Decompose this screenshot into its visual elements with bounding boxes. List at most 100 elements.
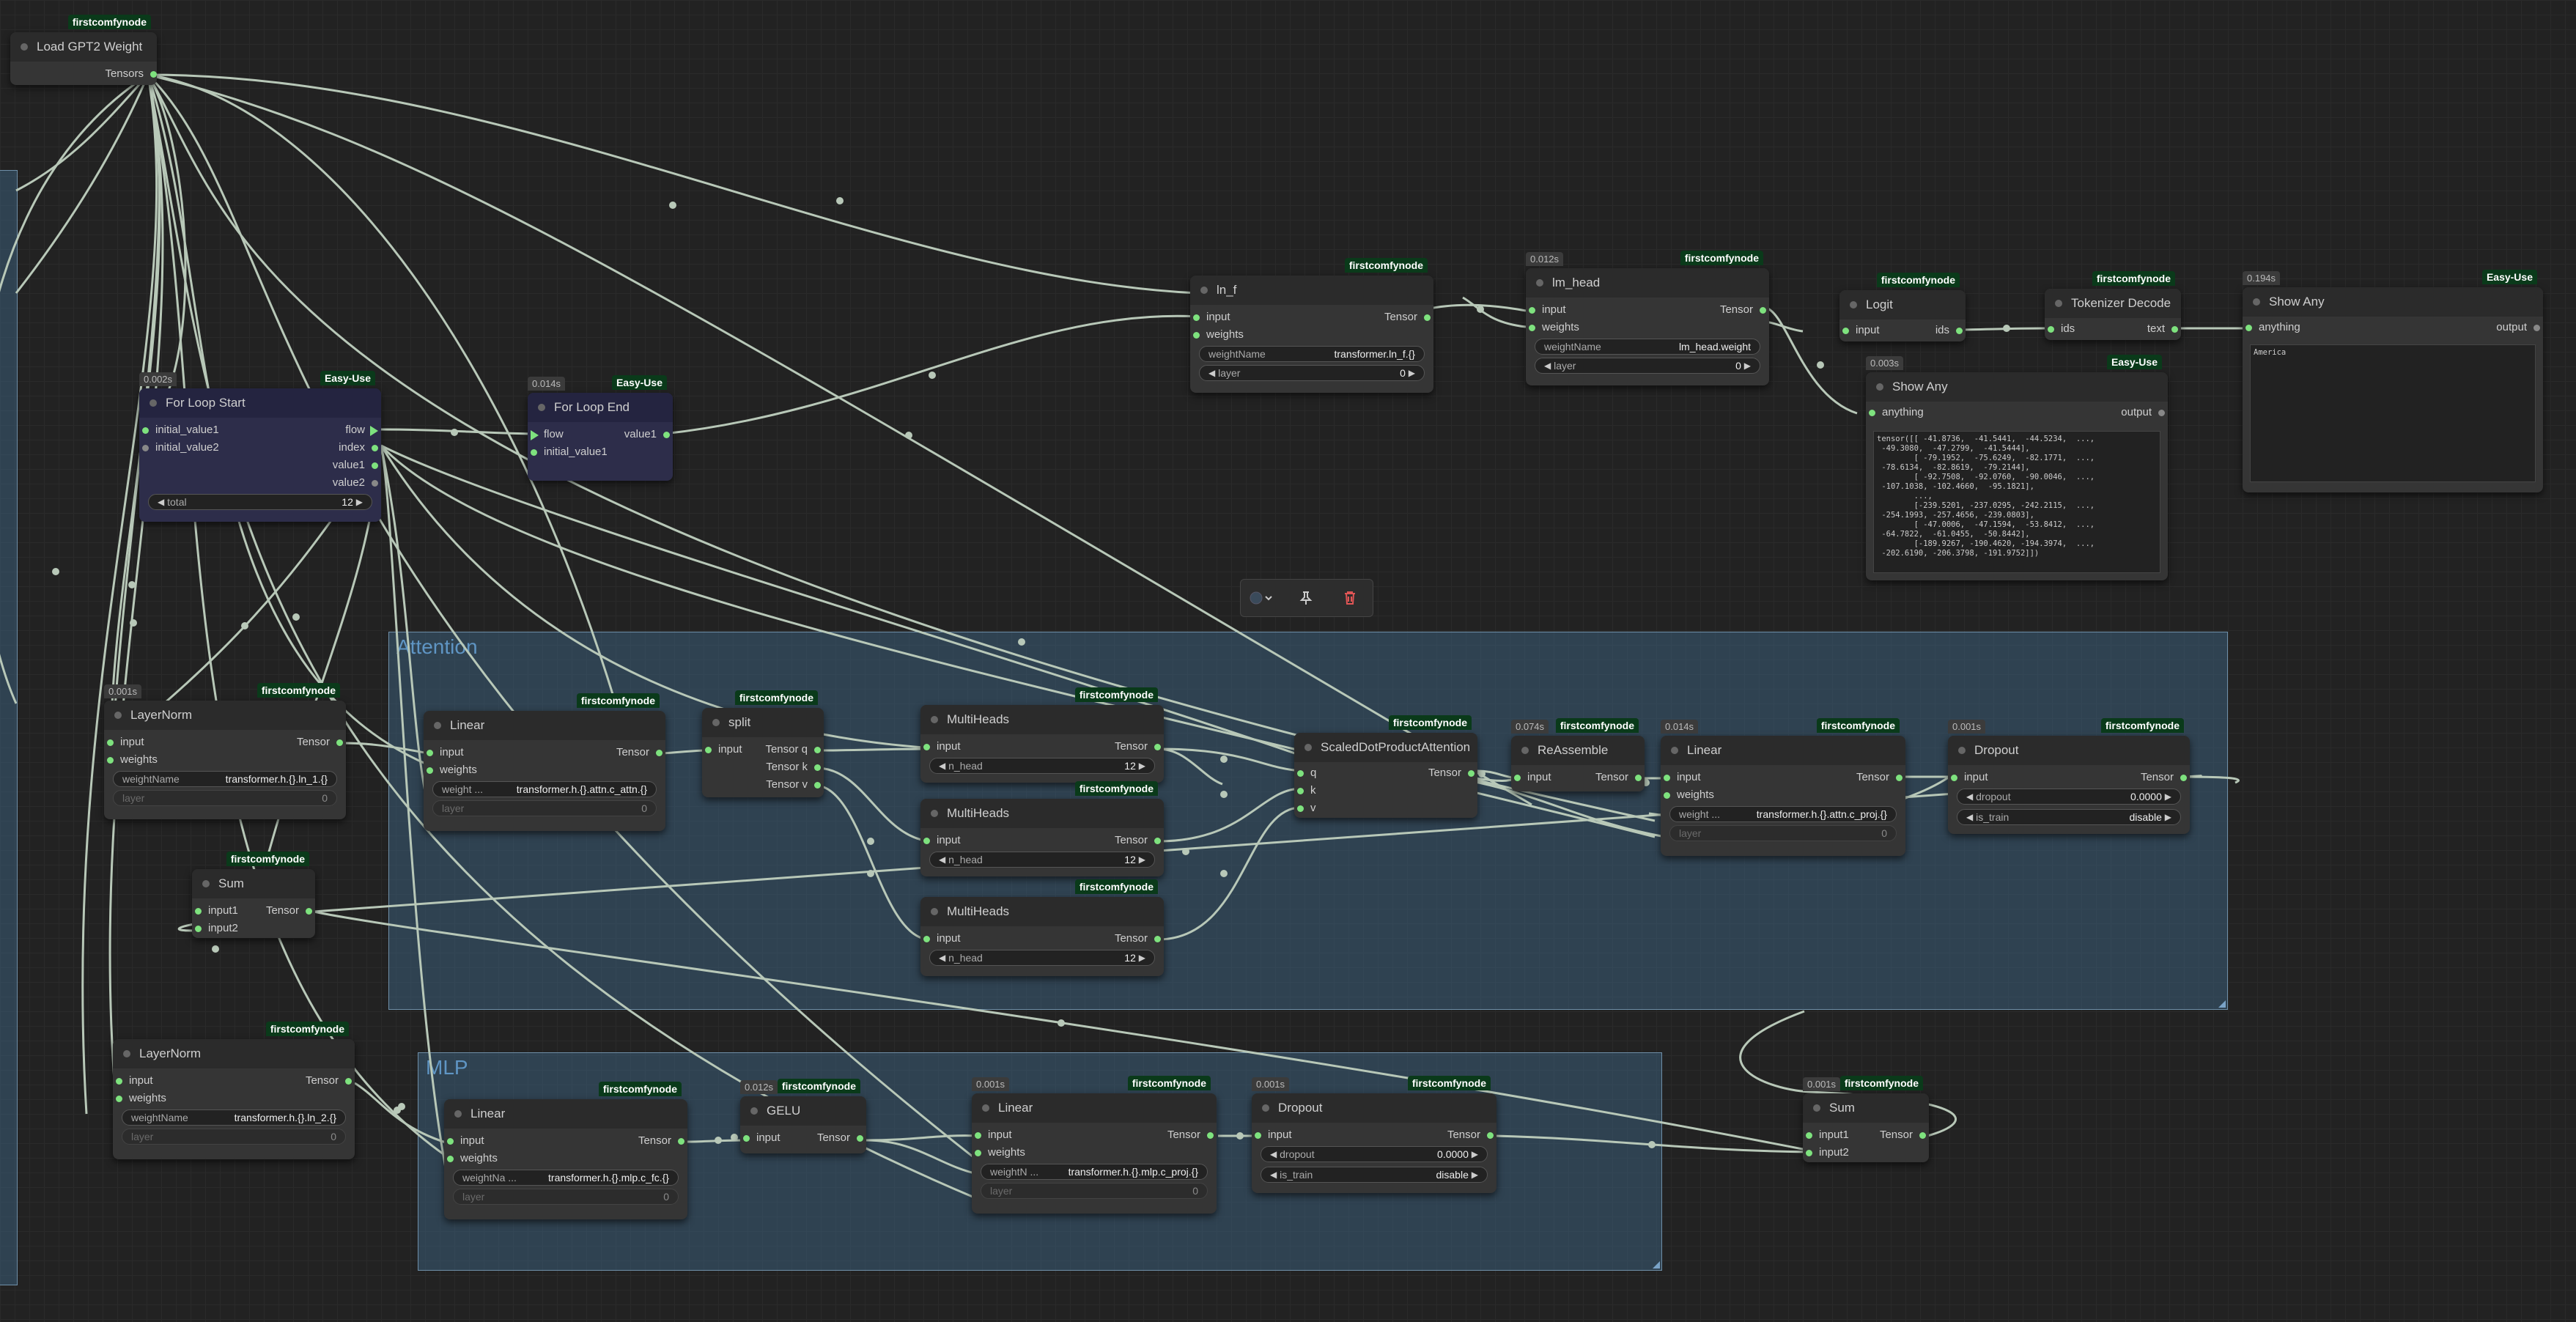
node-for-loop-start[interactable]: 0.002s Easy-Use For Loop Start initial_v… [139,371,381,522]
node-ln-f[interactable]: firstcomfynode ln_f input weights Tensor… [1190,258,1433,393]
output-pin-icon[interactable] [656,750,663,756]
input-pin-icon[interactable] [1529,325,1535,331]
input-pin-icon[interactable] [1664,792,1670,799]
node-sum-residual-1[interactable]: firstcomfynode Sum input1 input2 Tensor [192,852,315,938]
output-slot-tensor[interactable]: Tensor [1384,311,1431,323]
weightname-widget[interactable]: weightNa ...transformer.h.{}.mlp.c_fc.{} [453,1170,679,1186]
output-slot-tensor[interactable]: Tensor [1167,1129,1214,1141]
input-slot-weights[interactable]: weights [1193,328,1244,341]
output-slot-ids[interactable]: ids [1935,324,1963,336]
output-slot-value1[interactable]: value1 [624,428,670,440]
output-slot-tensor[interactable]: Tensor [616,746,663,758]
delete-button[interactable] [1337,586,1362,610]
node-title-bar[interactable]: Show Any [2243,287,2543,317]
output-slot-tensor[interactable]: Tensor [1880,1129,1926,1141]
input-slot-input[interactable]: input [1529,303,1566,316]
node-sum-residual-2[interactable]: 0.001s firstcomfynode Sum input1 input2 … [1803,1076,1929,1162]
input-pin-icon[interactable] [1951,775,1957,781]
decrement-arrow-icon[interactable]: ◀ [939,761,946,771]
input-slot-input[interactable]: input [923,834,961,846]
node-title-bar[interactable]: Logit [1839,290,1966,320]
output-slot-tensor[interactable]: Tensor [638,1134,684,1147]
input-pin-icon[interactable] [923,744,930,750]
input-pin-icon[interactable] [427,767,433,774]
input-slot-input1[interactable]: input1 [195,904,238,917]
node-title-bar[interactable]: For Loop Start [139,388,381,418]
collapse-dot-icon[interactable] [1671,747,1678,754]
input-pin-icon[interactable] [447,1156,454,1162]
node-linear-mlp-fc[interactable]: firstcomfynode Linear input weights Tens… [444,1082,687,1219]
output-pin-icon[interactable] [1424,314,1431,321]
input-slot-input[interactable]: input [1664,771,1701,783]
node-title-bar[interactable]: MultiHeads [920,799,1164,828]
input-pin-icon[interactable] [975,1132,981,1139]
output-pin-icon[interactable] [345,1078,352,1085]
weightname-widget[interactable]: weight ...transformer.h.{}.attn.c_attn.{… [432,781,657,797]
node-multiheads-q[interactable]: firstcomfynode MultiHeads input Tensor ◀… [920,687,1164,783]
output-pin-icon[interactable] [1919,1132,1926,1139]
group-title[interactable]: Attention [396,635,478,658]
output-slot-tensor[interactable]: Tensor [1428,767,1475,779]
output-slot-tensor[interactable]: Tensor [1856,771,1903,783]
node-title-bar[interactable]: split [702,708,824,737]
output-pin-icon[interactable] [1468,770,1475,777]
flow-arrow-icon[interactable] [370,426,378,436]
resize-handle[interactable] [1653,1261,1660,1269]
input-slot-weights[interactable]: weights [1664,789,1714,801]
node-title-bar[interactable]: Linear [1661,736,1905,765]
output-slot-tensor[interactable]: Tensor [297,736,343,748]
increment-arrow-icon[interactable]: ▶ [1138,854,1145,865]
collapse-dot-icon[interactable] [150,399,157,407]
node-title-bar[interactable]: Sum [192,869,315,898]
output-pin-icon[interactable] [814,747,821,753]
output-slot-tensor[interactable]: Tensor [266,904,312,917]
input-slot-input[interactable]: input [705,743,742,756]
node-title-bar[interactable]: Linear [972,1093,1217,1123]
input-slot-weights[interactable]: weights [1529,321,1579,333]
node-show-any-result[interactable]: 0.194s Easy-Use Show Any anything output… [2243,270,2543,492]
decrement-arrow-icon[interactable]: ◀ [1544,361,1551,371]
increment-arrow-icon[interactable]: ▶ [1743,361,1751,371]
increment-arrow-icon[interactable]: ▶ [355,497,363,507]
collapse-dot-icon[interactable] [2253,298,2260,306]
decrement-arrow-icon[interactable]: ◀ [939,953,946,963]
output-slot-tensor[interactable]: Tensor [1595,771,1642,783]
output-pin-icon[interactable] [2180,775,2187,781]
input-slot-input[interactable]: input [923,740,961,753]
node-title-bar[interactable]: Load GPT2 Weight [10,32,157,62]
output-pin-icon[interactable] [1154,936,1161,942]
output-slot-output[interactable]: output [2121,406,2165,418]
node-reassemble[interactable]: 0.074s firstcomfynode ReAssemble input T… [1511,718,1645,791]
node-title-bar[interactable]: Linear [444,1099,687,1129]
input-slot-input[interactable]: input [1255,1129,1292,1141]
output-slot-tensor[interactable]: Tensor [1115,932,1161,945]
node-gelu[interactable]: 0.012s firstcomfynode GELU input Tensor [740,1079,866,1153]
output-slot-tensor-v[interactable]: Tensor v [766,778,821,791]
input-pin-icon[interactable] [743,1135,750,1142]
input-slot-input[interactable]: input [743,1131,780,1144]
increment-arrow-icon[interactable]: ▶ [1138,761,1145,771]
node-multiheads-v[interactable]: firstcomfynode MultiHeads input Tensor ◀… [920,879,1164,976]
output-slot-tensor[interactable]: Tensor [817,1131,863,1144]
input-pin-icon[interactable] [923,838,930,844]
decrement-arrow-icon[interactable]: ◀ [1270,1170,1277,1180]
input-pin-icon[interactable] [1806,1150,1812,1156]
collapse-dot-icon[interactable] [1304,744,1312,751]
output-pin-icon[interactable] [336,739,343,746]
node-title-bar[interactable]: ScaledDotProductAttention [1294,733,1477,762]
input-pin-icon[interactable] [1255,1132,1261,1139]
collapse-dot-icon[interactable] [1958,747,1966,754]
output-slot-tensor[interactable]: Tensor [1720,303,1766,316]
input-slot-input[interactable]: input [116,1074,153,1087]
